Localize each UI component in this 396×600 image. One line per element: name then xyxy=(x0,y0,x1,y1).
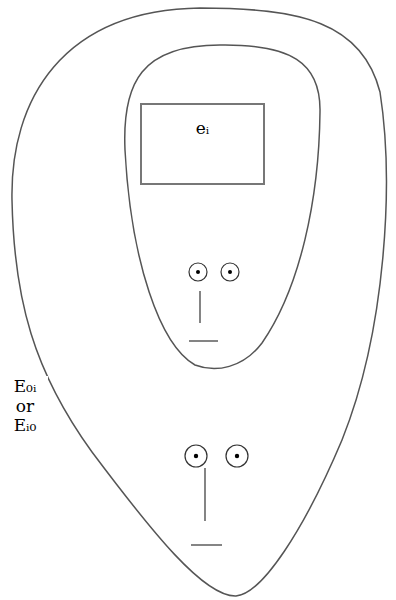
inner-head-outline xyxy=(125,45,320,369)
inner-face xyxy=(189,263,239,341)
quantity-label: E₀ᵢ or Eᵢ₀ xyxy=(2,376,48,437)
symbol-label: eᵢ xyxy=(196,119,209,139)
label-box: eᵢ xyxy=(140,103,265,185)
outer-face xyxy=(185,445,248,545)
outer-head-outline xyxy=(12,8,386,596)
